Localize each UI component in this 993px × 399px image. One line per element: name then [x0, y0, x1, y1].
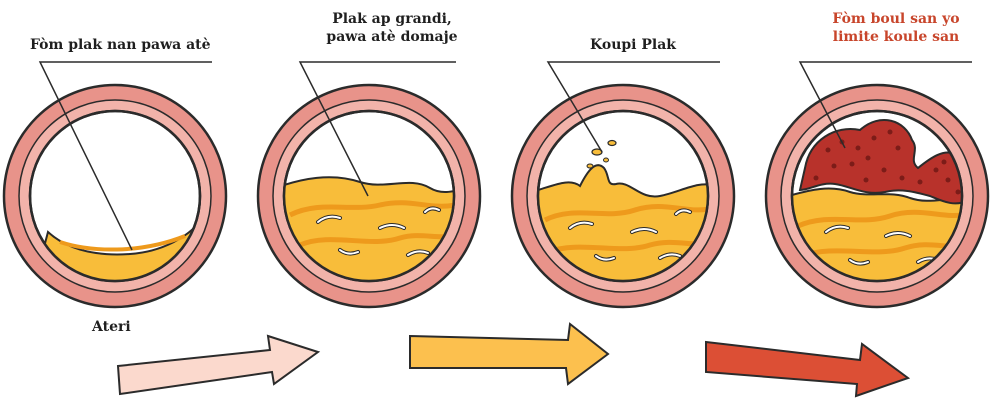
label-stage-1: Fòm plak nan pawa atè [30, 36, 211, 54]
label-artery: Ateri [92, 318, 131, 336]
progression-arrow-1 [118, 336, 318, 394]
label-stage-2-line-1: Plak ap grandi, [312, 10, 472, 28]
progression-arrow-2 [410, 324, 608, 384]
artery-stage-2 [258, 85, 480, 307]
artery-stage-1 [4, 85, 226, 307]
label-stage-4: Fòm boul san yo limite koule san [806, 10, 986, 46]
label-stage-3: Koupi Plak [590, 36, 676, 54]
progression-arrow-3 [706, 342, 908, 396]
label-stage-4-line-1: Fòm boul san yo [806, 10, 986, 28]
artery-stage-4 [766, 85, 988, 307]
label-stage-4-line-2: limite koule san [806, 28, 986, 46]
label-stage-2: Plak ap grandi, pawa atè domaje [312, 10, 472, 46]
artery-stage-3 [512, 85, 734, 307]
label-stage-2-line-2: pawa atè domaje [312, 28, 472, 46]
